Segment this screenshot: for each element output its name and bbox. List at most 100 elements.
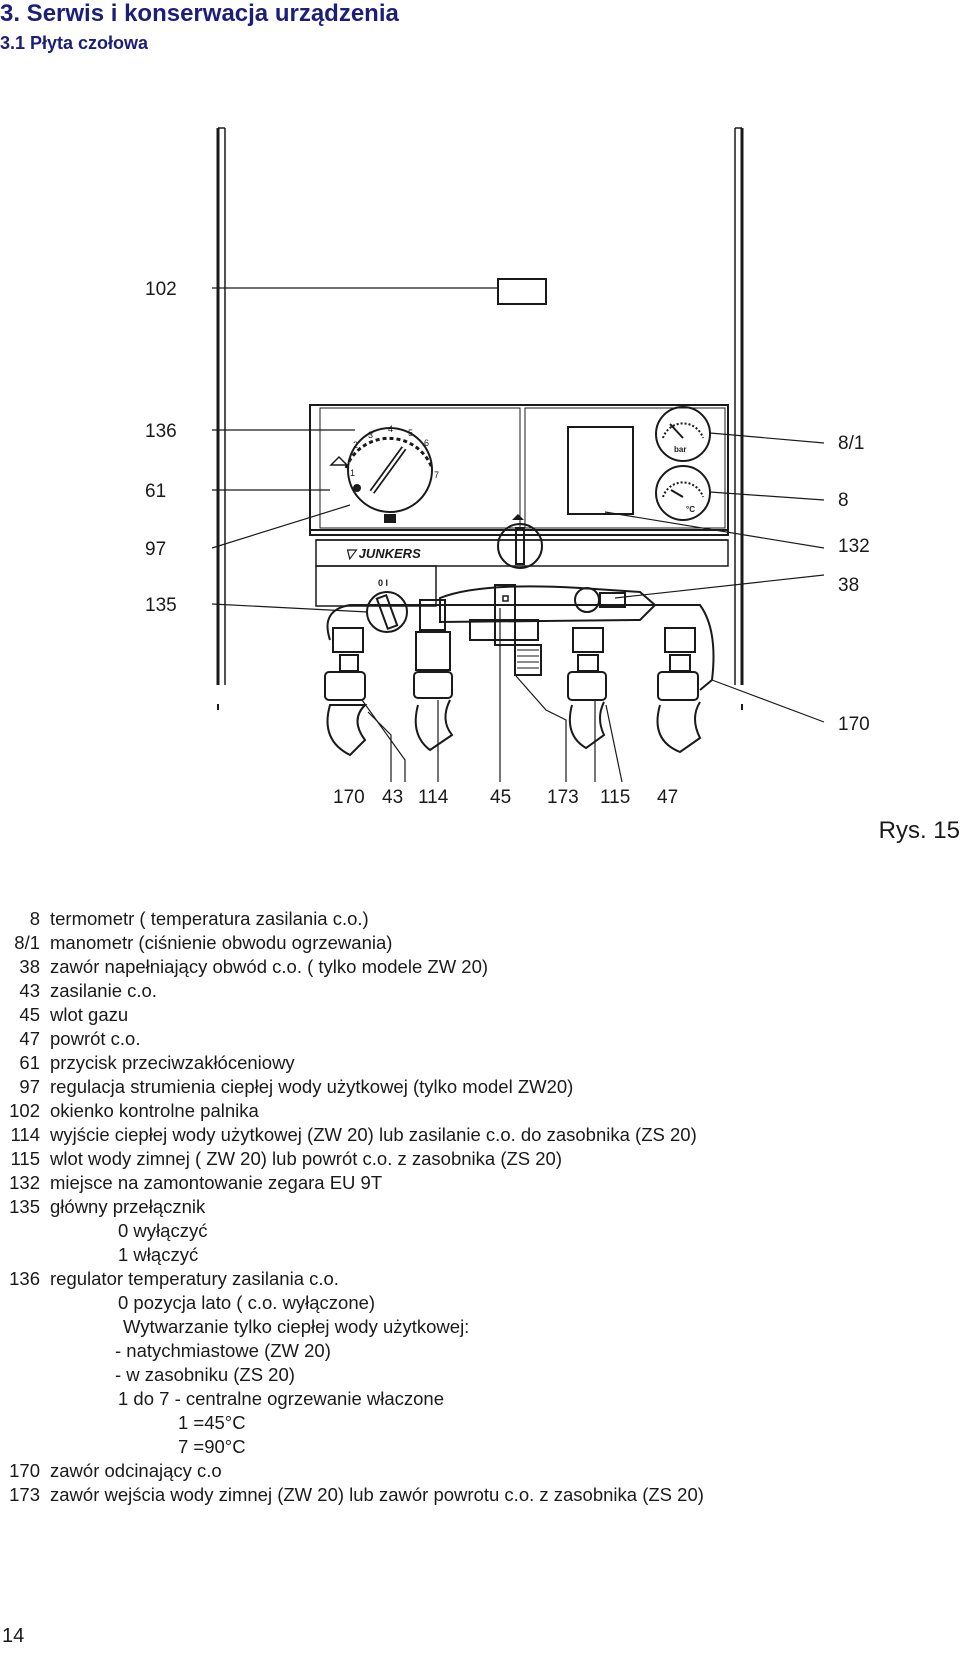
svg-text:3: 3 — [368, 430, 373, 440]
legend-row: 38 zawór napełniający obwód c.o. ( tylko … — [0, 955, 960, 979]
legend-row: 8/1 manometr (ciśnienie obwodu ogrzewania… — [0, 931, 960, 955]
legend-text: - w zasobniku (ZS 20) — [115, 1364, 295, 1385]
legend-text: wyjście ciepłej wody użytkowej (ZW 20) l… — [50, 1124, 697, 1145]
legend-row: 1 =45°C — [0, 1411, 960, 1435]
svg-text:135: 135 — [145, 595, 177, 616]
svg-text:8: 8 — [838, 490, 849, 511]
legend-number: 61 — [19, 1052, 40, 1073]
legend-text: 1 =45°C — [178, 1412, 246, 1433]
legend-row: 115 wlot wody zimnej ( ZW 20) lub powrót … — [0, 1147, 960, 1171]
svg-text:170: 170 — [333, 787, 365, 808]
svg-text:136: 136 — [145, 421, 177, 442]
legend-text: okienko kontrolne palnika — [50, 1100, 259, 1121]
legend-number: 115 — [10, 1148, 41, 1169]
svg-text:45: 45 — [490, 787, 511, 808]
svg-text:bar: bar — [674, 445, 686, 454]
legend-row: 8 termometr ( temperatura zasilania c.o.) — [0, 907, 960, 931]
legend-text: zawór wejścia wody zimnej (ZW 20) lub za… — [50, 1484, 704, 1505]
legend-number: 43 — [19, 980, 40, 1001]
legend-row: Wytwarzanie tylko ciepłej wody użytkowej… — [0, 1315, 960, 1339]
svg-text:102: 102 — [145, 279, 177, 300]
legend-row: 0 wyłączyć — [0, 1219, 960, 1243]
svg-text:4: 4 — [388, 424, 393, 434]
svg-text:7: 7 — [434, 470, 439, 480]
leader-lines — [211, 287, 825, 783]
cabinet-walls — [216, 127, 744, 710]
svg-text:5: 5 — [408, 428, 413, 438]
legend-number: 132 — [9, 1172, 40, 1193]
svg-text:°C: °C — [686, 505, 695, 514]
legend-number: 38 — [19, 956, 40, 977]
component-legend: 8 termometr ( temperatura zasilania c.o.)… — [0, 907, 960, 1507]
svg-text:1: 1 — [350, 468, 355, 478]
legend-text: miejsce na zamontowanie zegara EU 9T — [50, 1172, 383, 1193]
legend-number: 47 — [19, 1028, 40, 1049]
figure-caption: Rys. 15 — [878, 817, 960, 844]
legend-number: 8 — [29, 908, 40, 929]
svg-text:132: 132 — [838, 536, 870, 557]
svg-text:2: 2 — [353, 440, 358, 450]
legend-text: 0 wyłączyć — [118, 1220, 208, 1241]
svg-text:6: 6 — [424, 438, 429, 448]
legend-text: - natychmiastowe (ZW 20) — [115, 1340, 331, 1361]
pressure-gauge: bar — [655, 406, 711, 462]
pipe-fitting-115 — [567, 627, 607, 750]
svg-text:47: 47 — [657, 787, 678, 808]
pipe-fitting-114 — [413, 599, 454, 752]
svg-text:97: 97 — [145, 539, 166, 560]
legend-text: zawór napełniający obwód c.o. ( tylko mo… — [50, 956, 489, 977]
legend-text: termometr ( temperatura zasilania c.o.) — [50, 908, 369, 929]
legend-number: 173 — [9, 1484, 40, 1505]
svg-text:173: 173 — [547, 787, 579, 808]
legend-text: manometr (ciśnienie obwodu ogrzewania) — [50, 932, 393, 953]
hot-water-flow-knob — [497, 514, 543, 569]
legend-row: 135 główny przełącznik — [0, 1195, 960, 1219]
legend-text: zasilanie c.o. — [50, 980, 157, 1001]
figure-labels: 102 136 61 97 135 8/1 8 132 38 170 170 4… — [145, 279, 870, 808]
legend-row: - w zasobniku (ZS 20) — [0, 1363, 960, 1387]
legend-row: 170 zawór odcinający c.o — [0, 1459, 960, 1483]
svg-text:170: 170 — [838, 714, 870, 735]
legend-text: 1 włączyć — [118, 1244, 199, 1265]
legend-number: 8/1 — [14, 932, 40, 953]
timer-slot — [567, 426, 634, 515]
connection-block — [326, 584, 715, 691]
legend-number: 170 — [9, 1460, 40, 1481]
svg-text:38: 38 — [838, 575, 859, 596]
pipe-fitting-170 — [324, 627, 368, 757]
legend-number: 45 — [19, 1004, 40, 1025]
svg-text:▽ JUNKERS: ▽ JUNKERS — [345, 546, 421, 561]
legend-row: 132 miejsce na zamontowanie zegara EU 9T — [0, 1171, 960, 1195]
svg-text:61: 61 — [145, 481, 166, 502]
legend-number: 136 — [9, 1268, 40, 1289]
legend-text: zawór odcinający c.o — [50, 1460, 222, 1481]
legend-row: 7 =90°C — [0, 1435, 960, 1459]
legend-row: 136 regulator temperatury zasilania c.o. — [0, 1267, 960, 1291]
legend-text: powrót c.o. — [50, 1028, 141, 1049]
boiler-front-panel-diagram: ▽ JUNKERS 2 3 4 5 6 7 1 bar — [0, 110, 960, 810]
legend-row: 43 zasilanie c.o. — [0, 979, 960, 1003]
legend-text: regulator temperatury zasilania c.o. — [50, 1268, 339, 1289]
temperature-dial: 2 3 4 5 6 7 1 — [329, 424, 439, 523]
legend-row: 1 do 7 - centralne ogrzewanie właczone — [0, 1387, 960, 1411]
legend-text: wlot wody zimnej ( ZW 20) lub powrót c.o… — [50, 1148, 563, 1169]
svg-text:0 I: 0 I — [378, 578, 388, 588]
legend-row: 1 włączyć — [0, 1243, 960, 1267]
legend-text: wlot gazu — [50, 1004, 129, 1025]
control-panel: ▽ JUNKERS — [309, 404, 729, 607]
svg-text:43: 43 — [382, 787, 403, 808]
legend-number: 135 — [9, 1196, 40, 1217]
legend-text: główny przełącznik — [50, 1196, 206, 1217]
legend-text: 7 =90°C — [178, 1436, 246, 1457]
svg-text:114: 114 — [418, 787, 449, 808]
legend-text: 0 pozycja lato ( c.o. wyłączone) — [118, 1292, 376, 1313]
legend-row: 114 wyjście ciepłej wody użytkowej (ZW 20… — [0, 1123, 960, 1147]
legend-row: 0 pozycja lato ( c.o. wyłączone) — [0, 1291, 960, 1315]
legend-number: 114 — [10, 1124, 41, 1145]
thermometer-gauge: °C — [655, 465, 711, 521]
section-title: 3. Serwis i konserwacja urządzenia — [0, 0, 399, 27]
legend-row: 173 zawór wejścia wody zimnej (ZW 20) lub… — [0, 1483, 960, 1507]
